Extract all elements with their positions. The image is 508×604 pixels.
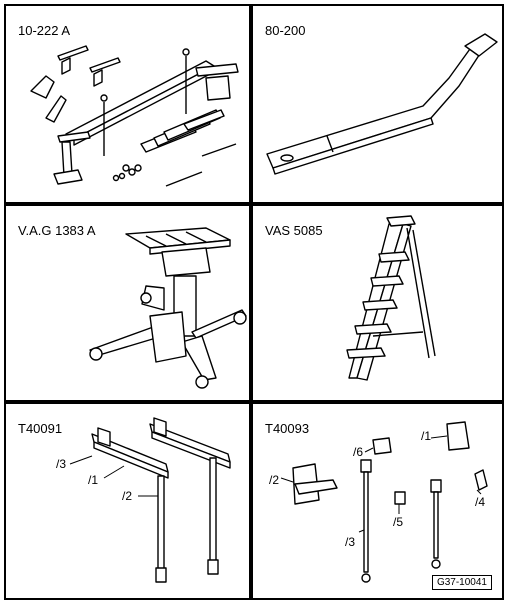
- cell-t40091: T40091 /: [4, 402, 251, 600]
- part-label: /3: [345, 535, 355, 549]
- tool-label: V.A.G 1383 A: [18, 223, 96, 238]
- part-label: /6: [353, 445, 363, 459]
- step-ladder-illustration: [346, 215, 436, 381]
- part-label: /4: [475, 495, 485, 509]
- part-label: /2: [122, 489, 132, 503]
- cell-vas5085: VAS 5085: [251, 204, 504, 402]
- figure-reference: G37-10041: [431, 575, 492, 590]
- cell-80-200: 80-200: [251, 4, 504, 204]
- engine-support-bridge-illustration: [30, 45, 239, 187]
- support-bar-set-illustration: /3 /1 /2: [56, 417, 231, 583]
- tool-label: VAS 5085: [265, 223, 323, 238]
- part-label: /2: [269, 473, 279, 487]
- tool-label: 10-222 A: [18, 23, 71, 38]
- part-label: /1: [421, 429, 431, 443]
- tool-label: T40091: [18, 421, 63, 436]
- tool-label: 80-200: [265, 23, 306, 38]
- transmission-jack-illustration: [89, 227, 247, 389]
- part-label: /5: [393, 515, 403, 529]
- cell-10-222a: 10-222 A: [4, 4, 251, 204]
- adapter-set-illustration: /2 /6 /1 /4 /5 /3: [269, 421, 488, 583]
- lever-bar-illustration: [266, 33, 498, 175]
- cell-vag1383a: V.A.G 1383 A: [4, 204, 251, 402]
- tool-label: T40093: [265, 421, 310, 436]
- part-label: /3: [56, 457, 66, 471]
- part-label: /1: [88, 473, 98, 487]
- tool-sheet: 10-222 A: [4, 4, 504, 600]
- cell-t40093: T40093: [251, 402, 504, 600]
